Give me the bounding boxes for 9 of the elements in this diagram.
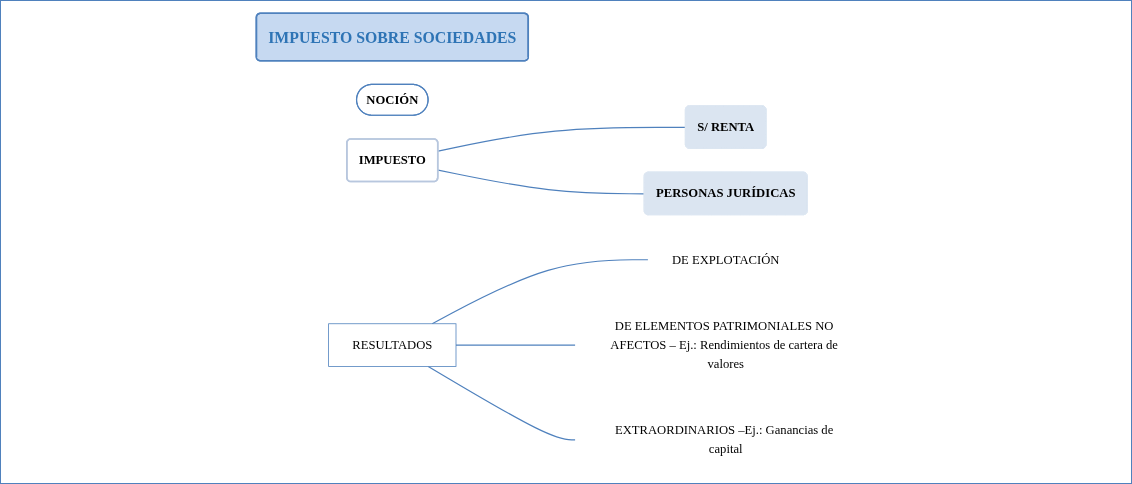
node-box: RESULTADOS [328,323,457,367]
node-text: DE EXPLOTACIÓN [671,252,780,267]
node-text: EXTRAORDINARIOS –Ej.: Ganancias de capital [614,423,834,456]
node-text: DE ELEMENTOS PATRIMONIALES NO AFECTOS – Ej.: Rendimientos de cartera de valores [610,319,838,371]
connector [431,259,649,325]
connector [437,126,687,152]
connector [427,365,577,441]
connector [437,169,646,195]
connector [455,344,577,346]
